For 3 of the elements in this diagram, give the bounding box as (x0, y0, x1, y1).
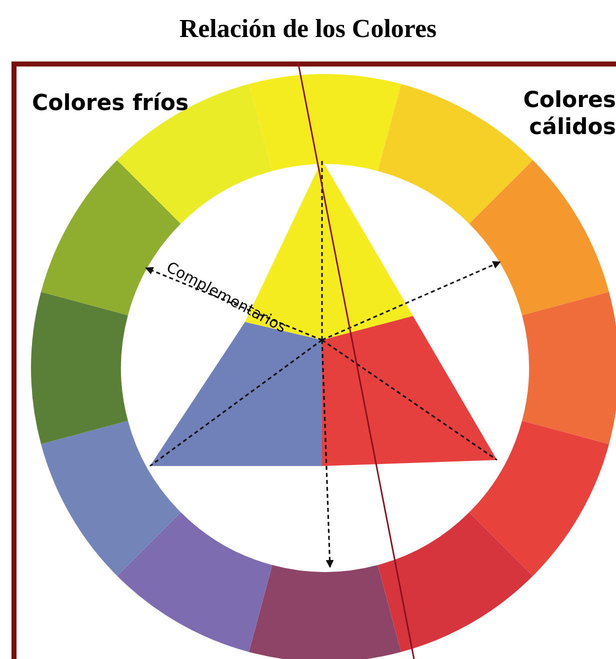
group-label: Colores cálidos (522, 87, 616, 141)
title: Relación de los Colores (178, 14, 438, 44)
group-label: Colores fríos (32, 90, 189, 117)
